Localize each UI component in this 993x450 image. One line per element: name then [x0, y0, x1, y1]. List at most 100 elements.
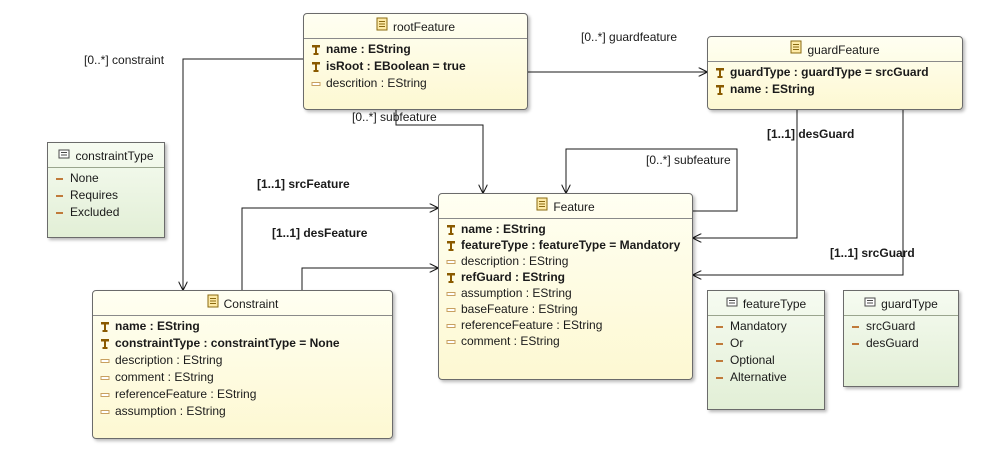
enum-name: constraintType: [75, 148, 154, 163]
enum-literal[interactable]: None: [55, 170, 164, 187]
literal-icon: [715, 352, 730, 369]
enum-literal[interactable]: Excluded: [55, 204, 164, 221]
class-name: rootFeature: [392, 19, 456, 34]
eenum-icon: [726, 292, 738, 316]
attribute-text: name : EString: [326, 42, 411, 56]
literal-icon: [55, 187, 70, 204]
enum-literal[interactable]: Requires: [55, 187, 164, 204]
class-header: rootFeature: [304, 14, 527, 39]
attribute-row[interactable]: name : EString: [715, 81, 962, 98]
attribute-row[interactable]: baseFeature : EString: [446, 301, 692, 317]
label-des-guard: [1..1] desGuard: [767, 127, 855, 141]
attribute-row[interactable]: descrition : EString: [311, 75, 527, 92]
literal-icon: [851, 318, 866, 335]
attribute-text: baseFeature : EString: [461, 302, 578, 316]
attribute-row[interactable]: assumption : EString: [100, 403, 392, 420]
id-attribute-icon: [311, 41, 326, 58]
attribute-text: comment : EString: [461, 334, 560, 348]
literal-icon: [715, 335, 730, 352]
attribute-icon: [446, 333, 461, 349]
attribute-row[interactable]: description : EString: [446, 253, 692, 269]
attribute-text: descrition : EString: [326, 76, 427, 90]
literal-text: Alternative: [730, 370, 787, 384]
literal-icon: [715, 369, 730, 386]
label-guardfeature: [0..*] guardfeature: [581, 30, 678, 44]
enum-literal[interactable]: desGuard: [851, 335, 958, 352]
id-attribute-icon: [715, 81, 730, 98]
attribute-text: assumption : EString: [461, 286, 572, 300]
class-name: Feature: [553, 199, 595, 214]
literal-icon: [851, 335, 866, 352]
class-header: Constraint: [93, 291, 392, 316]
enum-literal[interactable]: Or: [715, 335, 824, 352]
attribute-row[interactable]: referenceFeature : EString: [100, 386, 392, 403]
attribute-text: description : EString: [115, 353, 223, 367]
attribute-icon: [446, 285, 461, 301]
edge-root-subfeature: [396, 110, 483, 193]
attribute-icon: [100, 352, 115, 369]
label-des-feature: [1..1] desFeature: [272, 226, 368, 240]
label-constraint: [0..*] constraint: [84, 53, 165, 67]
label-root-subfeature: [0..*] subfeature: [352, 110, 437, 124]
edge-src-guard: [693, 110, 904, 275]
id-attribute-icon: [446, 221, 461, 237]
attribute-text: description : EString: [461, 254, 569, 268]
enum-name: guardType: [881, 296, 938, 311]
eclass-icon: [536, 195, 548, 219]
class-guardfeature[interactable]: guardFeature guardType : guardType = src…: [707, 36, 963, 110]
attribute-text: refGuard : EString: [461, 270, 566, 284]
eclass-icon: [207, 292, 219, 316]
attribute-row[interactable]: assumption : EString: [446, 285, 692, 301]
attribute-row[interactable]: referenceFeature : EString: [446, 317, 692, 333]
edge-des-feature: [301, 268, 438, 290]
attribute-icon: [100, 403, 115, 420]
attribute-text: name : EString: [730, 82, 815, 96]
attribute-icon: [100, 386, 115, 403]
label-src-feature: [1..1] srcFeature: [257, 177, 350, 191]
enum-header: guardType: [844, 291, 958, 316]
eclass-icon: [376, 15, 388, 39]
literal-icon: [715, 318, 730, 335]
enum-literal[interactable]: srcGuard: [851, 318, 958, 335]
attribute-row[interactable]: refGuard : EString: [446, 269, 692, 285]
attribute-row[interactable]: isRoot : EBoolean = true: [311, 58, 527, 75]
attribute-icon: [311, 75, 326, 92]
literal-icon: [55, 170, 70, 187]
edge-des-guard: [693, 110, 798, 238]
attribute-row[interactable]: guardType : guardType = srcGuard: [715, 64, 962, 81]
enum-literal[interactable]: Mandatory: [715, 318, 824, 335]
attribute-icon: [446, 253, 461, 269]
edge-feature-subfeature: [566, 148, 738, 211]
class-rootfeature[interactable]: rootFeature name : EString isRoot : EBool…: [303, 13, 528, 110]
literal-icon: [55, 204, 70, 221]
attribute-row[interactable]: name : EString: [311, 41, 527, 58]
attribute-row[interactable]: description : EString: [100, 352, 392, 369]
attribute-row[interactable]: constraintType : constraintType = None: [100, 335, 392, 352]
attribute-row[interactable]: name : EString: [446, 221, 692, 237]
eenum-icon: [58, 144, 70, 168]
enum-literal[interactable]: Alternative: [715, 369, 824, 386]
class-name: Constraint: [223, 296, 279, 311]
enum-literal[interactable]: Optional: [715, 352, 824, 369]
attribute-row[interactable]: comment : EString: [100, 369, 392, 386]
class-name: guardFeature: [807, 42, 880, 57]
attribute-text: constraintType : constraintType = None: [115, 336, 340, 350]
attribute-icon: [100, 369, 115, 386]
literal-text: Or: [730, 336, 744, 350]
label-feature-subfeature: [0..*] subfeature: [646, 153, 731, 167]
attribute-text: comment : EString: [115, 370, 214, 384]
attribute-row[interactable]: featureType : featureType = Mandatory: [446, 237, 692, 253]
attribute-icon: [446, 301, 461, 317]
attribute-row[interactable]: name : EString: [100, 318, 392, 335]
class-header: guardFeature: [708, 37, 962, 62]
label-src-guard: [1..1] srcGuard: [830, 246, 915, 260]
attribute-text: referenceFeature : EString: [115, 387, 257, 401]
attribute-row[interactable]: comment : EString: [446, 333, 692, 349]
